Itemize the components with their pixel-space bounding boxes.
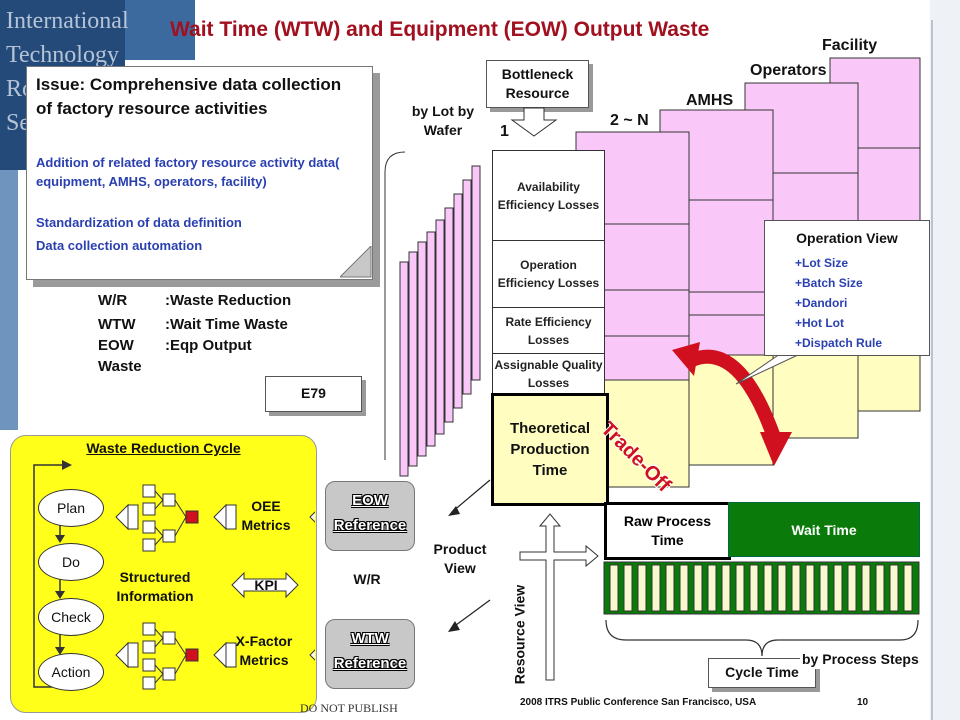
cycle-time-box: Cycle Time [708, 658, 816, 688]
bullet-icon: + [795, 256, 803, 270]
issue-box: Issue: Comprehensive data collection of … [26, 66, 373, 280]
resource-facility-label: Facility [822, 37, 878, 54]
bullet-icon: + [795, 336, 803, 350]
issue-item-1: Addition of related factory resource act… [36, 155, 340, 189]
raw-process-time-box: Raw Process Time [604, 502, 731, 560]
cycle-step-plan: Plan [38, 489, 104, 527]
process-steps-strip [603, 561, 920, 615]
resource-two-n-label: 2 ~ N [610, 112, 649, 129]
operation-view-box: Operation View +Lot Size +Batch Size +Da… [764, 220, 930, 356]
operation-view-item: +Hot Lot [795, 316, 844, 330]
cycle-time-label: Cycle Time [725, 664, 799, 680]
abbr-key-eow: EOW [98, 337, 134, 354]
wr-label: W/R [353, 571, 381, 587]
resource-view-label: Resource View [511, 584, 528, 685]
operation-view-item: +Batch Size [795, 276, 863, 290]
eow-reference-button: EOW Reference [325, 481, 415, 551]
loss-rate: Rate Efficiency Losses [492, 307, 605, 354]
bullet-icon: + [795, 276, 803, 290]
wtw-ref-line2: Reference [333, 655, 407, 672]
xfactor-metrics-label: X-Factor Metrics [235, 633, 293, 668]
resource-operators-label: Operators [750, 62, 827, 79]
eow-ref-line1: EOW [352, 492, 388, 509]
cycle-step-do: Do [38, 543, 104, 581]
eow-ref-line2: Reference [333, 517, 407, 534]
page-curl-icon [340, 246, 372, 278]
abbr-val-eow: :Eqp Output [165, 337, 252, 354]
e79-box: E79 [265, 376, 362, 412]
itrs-logo-text: International [6, 8, 129, 34]
loss-availability: Availability Efficiency Losses [492, 150, 605, 241]
by-process-steps-label: by Process Steps [800, 650, 921, 669]
issue-item-2: Standardization of data definition [36, 215, 242, 230]
bottleneck-label: Bottleneck Resource [501, 66, 574, 101]
bullet-icon: + [795, 296, 803, 310]
wait-time-box: Wait Time [728, 502, 920, 557]
abbr-val-wr: :Waste Reduction [165, 292, 292, 309]
wtw-ref-line1: WTW [351, 630, 389, 647]
bottleneck-box: Bottleneck Resource [486, 60, 589, 108]
structured-information-label: Structured Information [116, 569, 194, 604]
resource-amhs-label: AMHS [686, 92, 734, 109]
resource-one-label: 1 [500, 123, 509, 140]
issue-item-3: Data collection automation [36, 238, 203, 253]
page-title: Wait Time (WTW) and Equipment (EOW) Outp… [170, 18, 710, 41]
kpi-label: KPI [254, 577, 278, 593]
product-view-label: Product View [433, 541, 487, 576]
operation-view-item: +Dispatch Rule [795, 336, 883, 350]
cycle-step-check: Check [38, 598, 104, 636]
loss-operation: Operation Efficiency Losses [492, 240, 605, 308]
cycle-title: Waste Reduction Cycle [86, 440, 241, 456]
abbr-key-wtw: WTW [98, 316, 136, 333]
footer-page-number: 10 [857, 697, 869, 708]
abbr-key-wr: W/R [98, 292, 128, 309]
cycle-graphic [33, 460, 315, 690]
loss-quality: Assignable Quality Losses [492, 353, 605, 395]
e79-label: E79 [301, 385, 326, 401]
bullet-icon: + [795, 316, 803, 330]
bottleneck-arrow-icon [510, 107, 558, 137]
issue-heading: Issue: Comprehensive data collection of … [36, 75, 342, 118]
process-step-cells [609, 564, 913, 612]
cycle-step-action: Action [38, 653, 104, 691]
svg-text:Technology: Technology [6, 42, 119, 68]
wtw-reference-button: WTW Reference [325, 619, 415, 689]
abbr-key-waste: Waste [98, 358, 142, 375]
operation-view-title: Operation View [796, 230, 898, 246]
by-lot-label: by Lot by Wafer [411, 103, 475, 138]
footer-notice: DO NOT PUBLISH [300, 701, 398, 715]
abbr-val-wtw: :Wait Time Waste [165, 316, 288, 333]
oee-metrics-label: OEE Metrics [241, 498, 291, 533]
operation-view-item: +Dandori [795, 296, 848, 310]
trade-off-arrow-icon [672, 342, 792, 466]
footer-conference: 2008 ITRS Public Conference San Francisc… [520, 697, 757, 708]
operation-view-item: +Lot Size [795, 256, 849, 270]
theoretical-production-time-box: Theoretical Production Time [491, 393, 609, 506]
wafer-stack [399, 165, 481, 477]
